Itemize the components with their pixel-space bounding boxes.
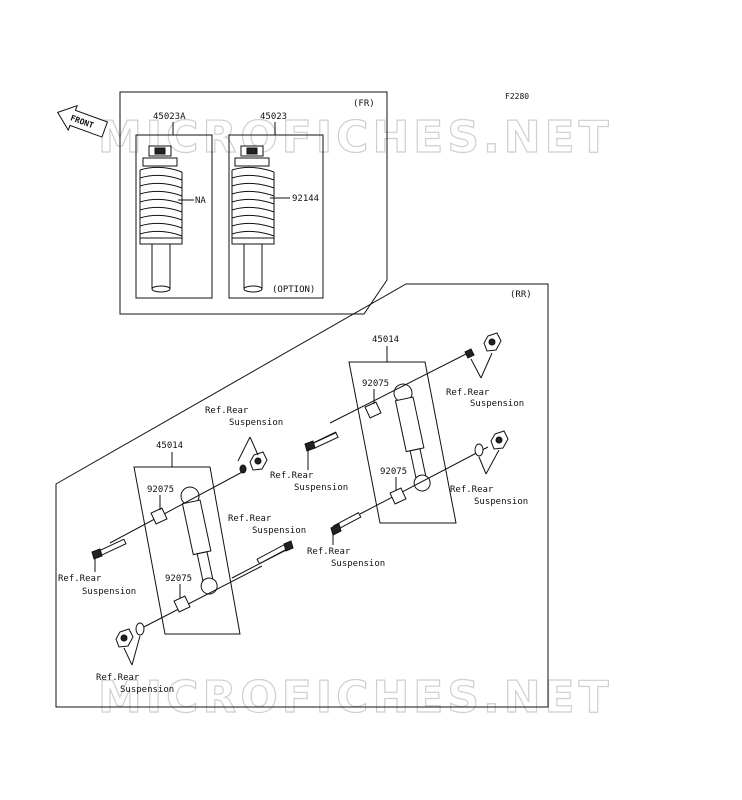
rear-section: (RR) 45014 92075 (55, 283, 549, 708)
rear-left-box (133, 466, 241, 635)
coil-spring-option-icon (231, 166, 275, 240)
ref-right-top-left-line2: Suspension (294, 483, 348, 493)
part-label-92075-left-bottom: 92075 (165, 574, 192, 584)
ref-left-middle-line1: Ref.Rear (228, 514, 272, 524)
part-label-92075-right-bottom: 92075 (380, 467, 407, 477)
ref-left-bottom-line1: Ref.Rear (96, 673, 140, 683)
option-label: (OPTION) (272, 285, 315, 295)
ref-right-top-line1: Ref.Rear (446, 388, 490, 398)
bolt-icon (464, 348, 475, 359)
ref-left-bolt-line1: Ref.Rear (58, 574, 102, 584)
front-shock-absorber-a-icon (139, 145, 183, 293)
rear-right-bottom-axis (359, 446, 489, 515)
ref-right-bottom-line2: Suspension (474, 497, 528, 507)
part-label-92075-left-top: 92075 (147, 485, 174, 495)
diagram-code: F2280 (505, 92, 529, 101)
part-label-na: NA (195, 196, 206, 206)
part-label-45023a: 45023A (153, 112, 186, 122)
bushing-icon (150, 507, 168, 525)
part-label-92075-right-top: 92075 (362, 379, 389, 389)
watermark-bottom: MICROFICHES.NET (98, 672, 613, 723)
ref-left-bolt-line2: Suspension (82, 587, 136, 597)
bushing-icon (173, 595, 191, 613)
rear-left-bottom-axis (139, 565, 263, 630)
nut-icon (490, 430, 509, 450)
ref-left-top-line1: Ref.Rear (205, 406, 249, 416)
rear-left-shock-absorber-icon (180, 486, 218, 595)
coil-spring-icon (139, 166, 183, 240)
watermark-top: MICROFICHES.NET (98, 112, 613, 163)
part-label-92144: 92144 (292, 194, 319, 204)
bushing-icon (389, 487, 407, 505)
ref-right-top-left-line1: Ref.Rear (270, 471, 314, 481)
front-section: (FR) 45023A 45023 NA (119, 91, 388, 315)
rear-right-box (348, 361, 457, 524)
ref-right-top-line2: Suspension (470, 399, 524, 409)
bolt-icon (304, 432, 339, 452)
nut-icon (115, 628, 134, 648)
ref-right-bottom-left-line1: Ref.Rear (307, 547, 351, 557)
ref-right-bottom-line1: Ref.Rear (450, 485, 494, 495)
bolt-icon (91, 538, 127, 560)
washer-icon (239, 464, 247, 474)
nut-icon (483, 332, 502, 352)
bushing-icon (364, 401, 382, 419)
front-section-tag: (FR) (353, 99, 375, 109)
rear-section-tag: (RR) (510, 290, 532, 300)
ref-left-middle-line2: Suspension (252, 526, 306, 536)
ref-left-bottom-line2: Suspension (120, 685, 174, 695)
washer-icon (135, 622, 145, 636)
ref-left-top-line2: Suspension (229, 418, 283, 428)
ref-right-bottom-left-line2: Suspension (331, 559, 385, 569)
front-shock-absorber-b-icon (231, 145, 275, 293)
washer-icon (474, 443, 484, 457)
front-arrow-icon: FRONT (56, 104, 109, 138)
rear-right-top-axis (329, 351, 471, 424)
part-label-45014-right: 45014 (372, 335, 399, 345)
rear-left-top-axis (109, 469, 247, 544)
part-label-45014-left: 45014 (156, 441, 183, 451)
nut-icon (249, 451, 268, 471)
bolt-icon (256, 540, 294, 565)
part-label-45023: 45023 (260, 112, 287, 122)
bolt-icon (330, 511, 362, 536)
